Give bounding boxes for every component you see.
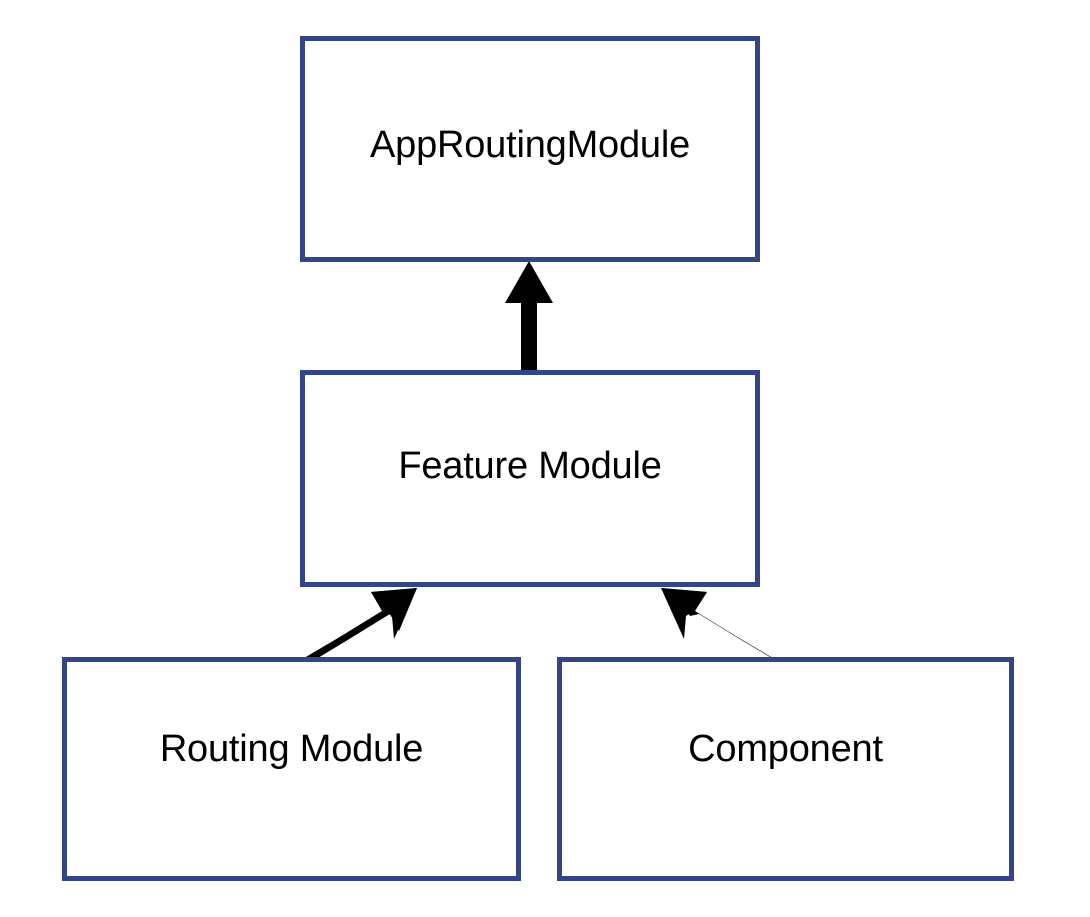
node-routing-module[interactable]: Routing Module bbox=[62, 657, 521, 881]
node-label-feature-module: Feature Module bbox=[398, 444, 662, 487]
arrow-routing-module-to-feature-module bbox=[299, 588, 417, 664]
node-feature-module[interactable]: Feature Module bbox=[300, 370, 760, 587]
arrow-component-to-feature-module bbox=[661, 588, 782, 664]
node-label-component: Component bbox=[688, 728, 883, 770]
node-label-routing-module: Routing Module bbox=[159, 728, 424, 770]
node-label-app-routing-module: AppRoutingModule bbox=[369, 124, 691, 166]
arrow-feature-module-to-app-routing-module bbox=[505, 261, 553, 370]
node-component[interactable]: Component bbox=[557, 657, 1014, 881]
node-app-routing-module[interactable]: AppRoutingModule bbox=[300, 36, 760, 262]
